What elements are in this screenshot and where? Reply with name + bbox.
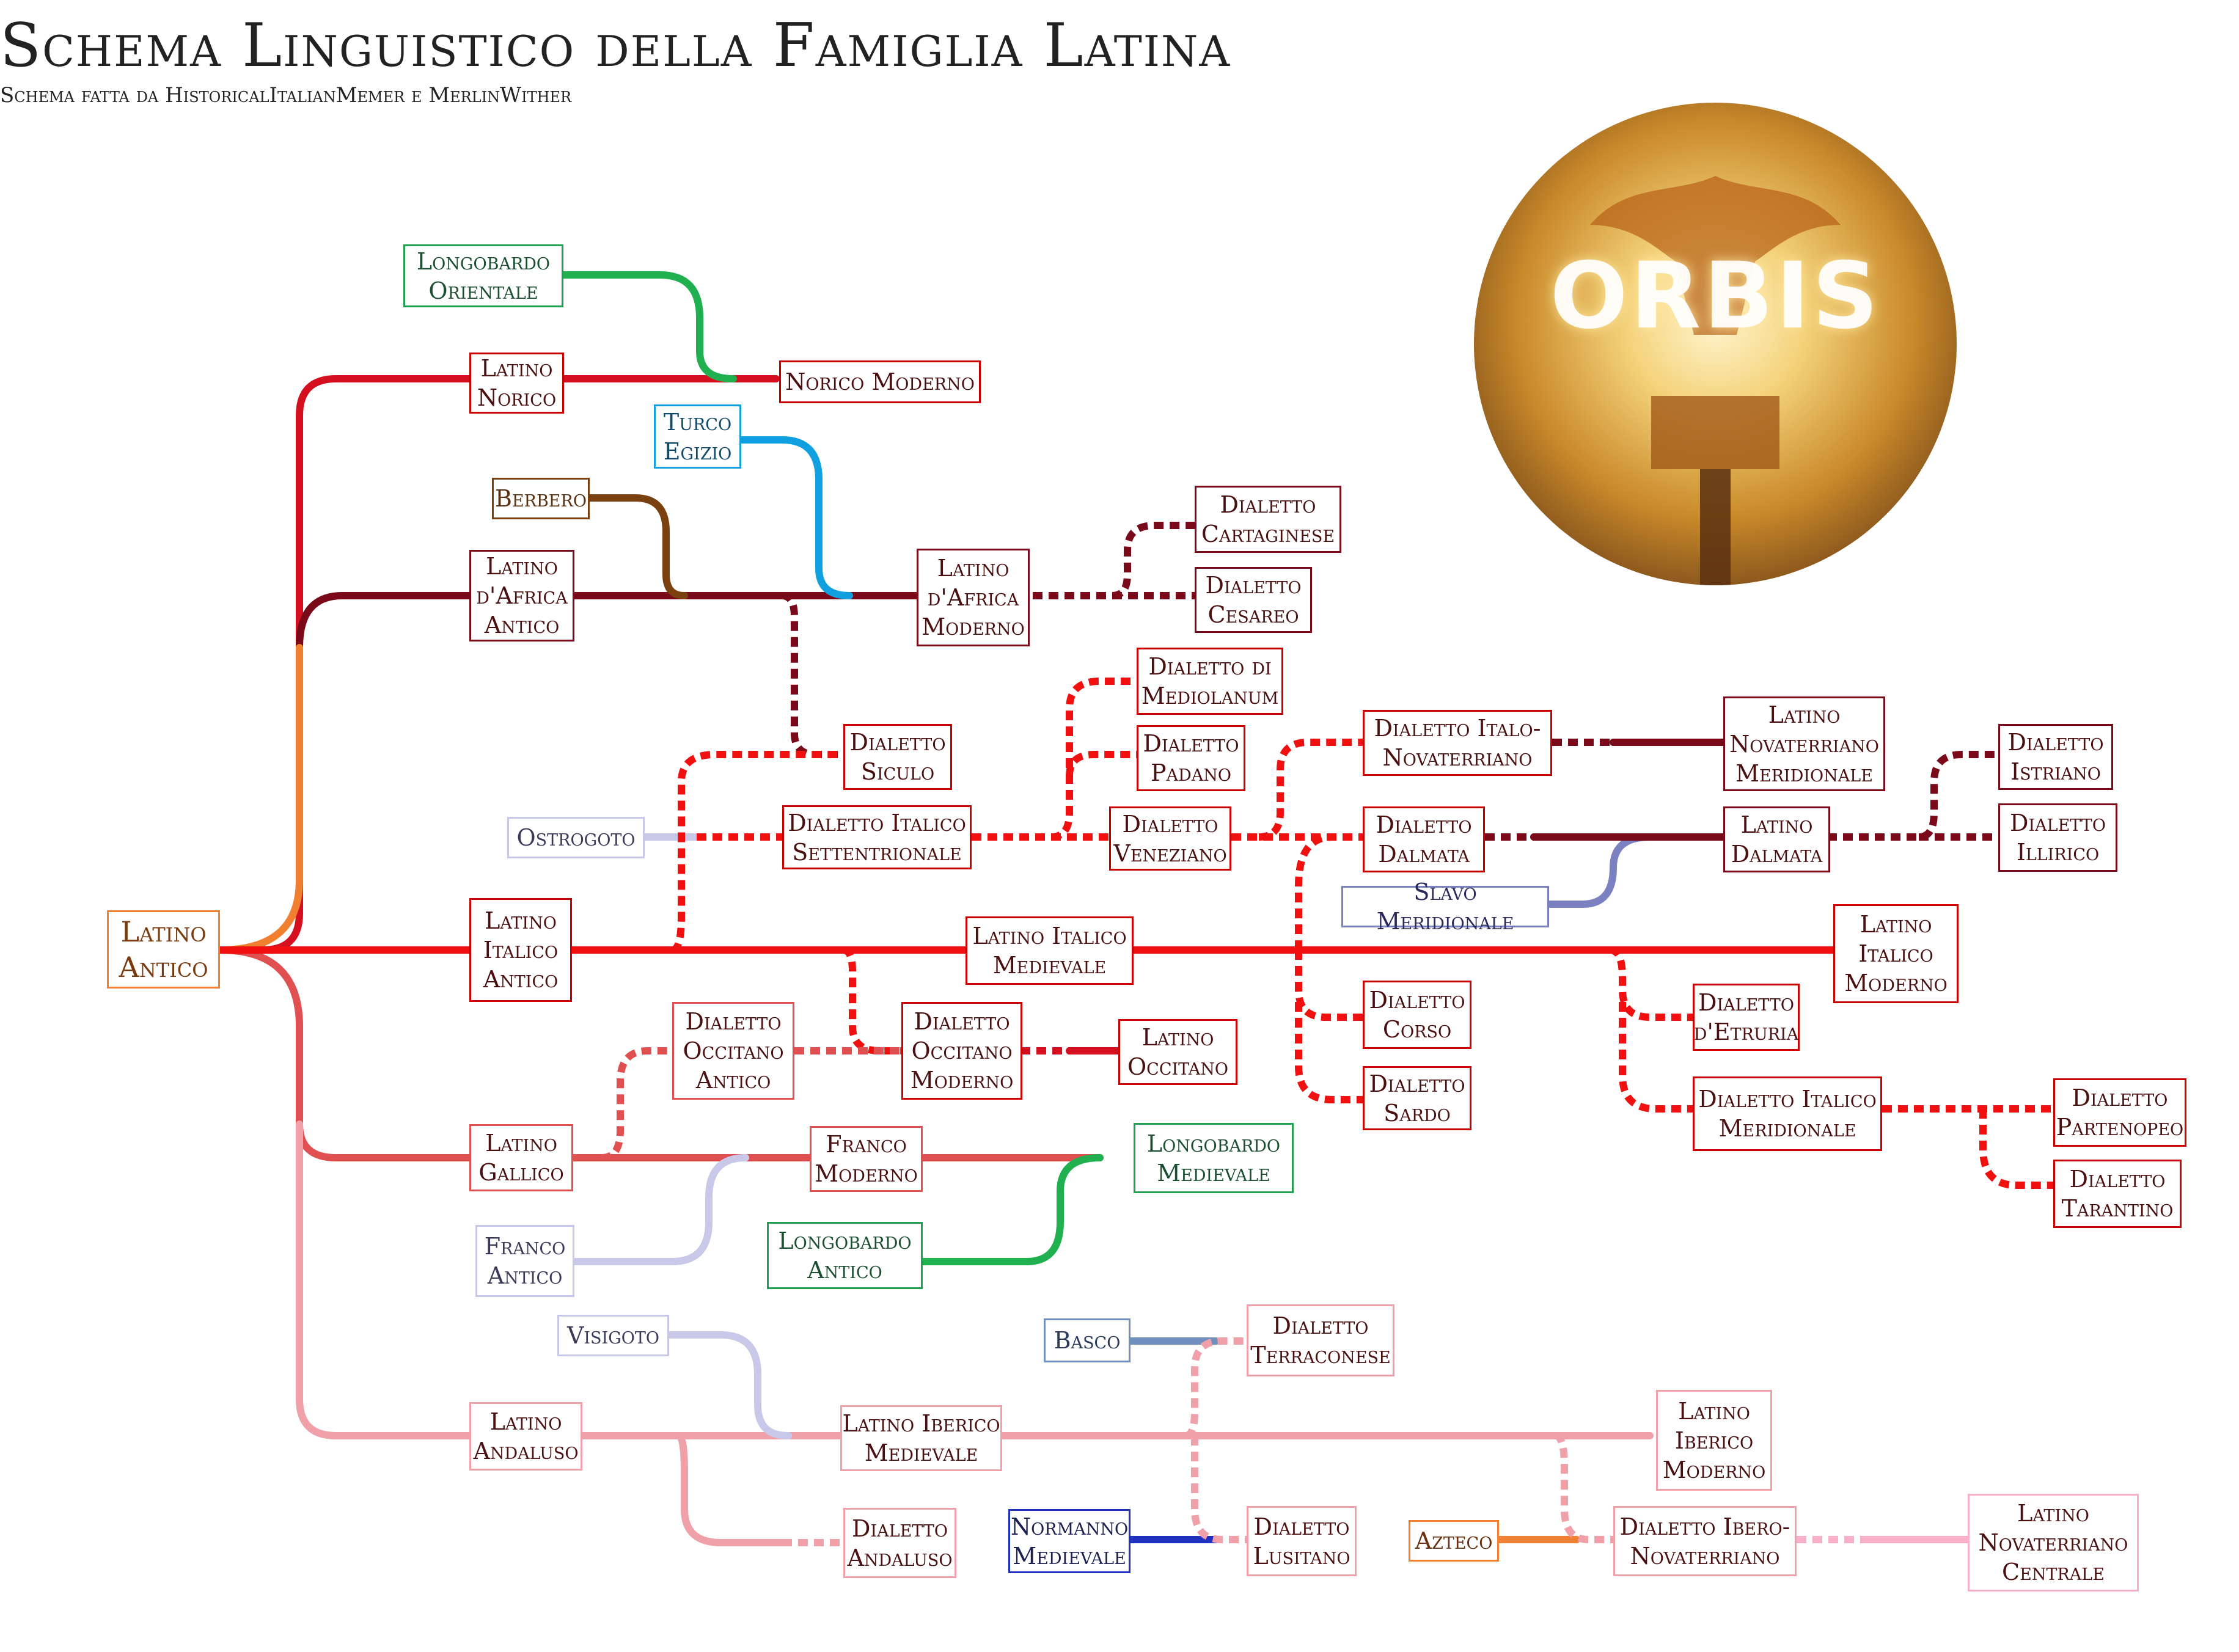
dash-medievale-dalmata [1299,837,1332,950]
dash-meridionale-tarantino [1983,1109,2053,1185]
node-latino-italico-antico[interactable]: Latino Italico Antico [469,898,572,1002]
node-dialetto-padano[interactable]: Dialetto Padano [1137,725,1245,791]
dash-settentrionale-padano [1069,755,1137,776]
node-dialetto-cesareo[interactable]: Dialetto Cesareo [1195,567,1312,633]
node-turco-egizio[interactable]: Turco Egizio [654,404,741,469]
dash-medievale-occitano-moderno [843,950,901,1051]
node-dialetto-cartaginese[interactable]: Dialetto Cartaginese [1195,486,1341,553]
dash-africa-cartaginese [1033,525,1195,596]
connector-dialetto-andaluso [678,1436,782,1543]
connector-franco-antico [574,1158,746,1262]
node-dialetto-veneziano[interactable]: Dialetto Veneziano [1109,806,1231,871]
node-latino-africa-moderno[interactable]: Latino d'Africa Moderno [917,549,1030,646]
connector-slavo [1546,837,1650,904]
node-franco-moderno[interactable]: Franco Moderno [810,1126,923,1192]
node-dialetto-etruria[interactable]: Dialetto d'Etruria [1693,984,1800,1051]
node-dialetto-italo-novaterriano[interactable]: Dialetto Italo- Novaterriano [1363,710,1552,776]
node-dialetto-lusitano[interactable]: Dialetto Lusitano [1247,1506,1357,1576]
node-dialetto-tarantino[interactable]: Dialetto Tarantino [2053,1160,2182,1228]
node-slavo-meridionale[interactable]: Slavo Meridionale [1341,886,1549,927]
node-dialetto-dalmata[interactable]: Dialetto Dalmata [1363,806,1485,872]
node-dialetto-italico-settentrionale[interactable]: Dialetto Italico Settentrionale [782,805,972,869]
node-dialetto-mediolanum[interactable]: Dialetto di Mediolanum [1137,648,1283,715]
node-dialetto-italico-meridionale[interactable]: Dialetto Italico Meridionale [1693,1076,1882,1151]
node-norico-moderno[interactable]: Norico Moderno [779,360,981,403]
dash-iberico-lusitano [1195,1436,1247,1540]
node-normanno-medievale[interactable]: Normanno Medievale [1008,1509,1130,1573]
node-latino-iberico-moderno[interactable]: Latino Iberico Moderno [1656,1390,1772,1491]
node-azteco[interactable]: Azteco [1409,1520,1499,1562]
connector-longobardo-orientale [562,275,733,379]
orbis-logo: ORBIS [1474,103,1957,585]
node-latino-andaluso[interactable]: Latino Andaluso [469,1402,582,1471]
node-latino-italico-moderno[interactable]: Latino Italico Moderno [1833,904,1959,1003]
dash-africa-siculo [782,596,843,755]
node-dialetto-sardo[interactable]: Dialetto Sardo [1363,1066,1471,1130]
logo-text: ORBIS [1474,243,1957,349]
node-longobardo-antico[interactable]: Longobardo Antico [767,1222,923,1289]
node-latino-dalmata[interactable]: Latino Dalmata [1723,806,1830,872]
dash-iberico-ibero-novaterriano [1555,1436,1613,1540]
node-latino-italico-medievale[interactable]: Latino Italico Medievale [966,916,1134,985]
node-longobardo-medievale[interactable]: Longobardo Medievale [1134,1123,1294,1193]
node-dialetto-corso[interactable]: Dialetto Corso [1363,981,1471,1049]
node-latino-occitano[interactable]: Latino Occitano [1118,1019,1237,1085]
connector-visigoto [669,1335,788,1436]
node-longobardo-orientale[interactable]: Longobardo Orientale [403,244,563,307]
node-berbero[interactable]: Berbero [492,478,590,519]
node-visigoto[interactable]: Visigoto [557,1315,669,1356]
node-dialetto-occitano-antico[interactable]: Dialetto Occitano Antico [672,1002,794,1100]
node-latino-antico[interactable]: Latino Antico [107,910,220,989]
node-latino-novaterriano-meridionale[interactable]: Latino Novaterriano Meridionale [1723,696,1885,791]
node-ostrogoto[interactable]: Ostrogoto [507,817,645,858]
node-dialetto-illirico[interactable]: Dialetto Illirico [1998,803,2117,872]
node-latino-norico[interactable]: Latino Norico [469,353,564,414]
connector-longobardo-antico [923,1158,1100,1262]
node-basco[interactable]: Basco [1044,1318,1130,1362]
dash-medievale-corso [1299,950,1363,1017]
node-franco-antico[interactable]: Franco Antico [475,1225,574,1297]
dash-iberico-terraconese [1185,1341,1247,1436]
node-dialetto-ibero-novaterriano[interactable]: Dialetto Ibero- Novaterriano [1613,1506,1797,1576]
connector-berbero [587,498,684,596]
connector-antico-africa [299,596,917,648]
node-latino-iberico-medievale[interactable]: Latino Iberico Medievale [840,1405,1002,1471]
dash-gallico-occitano [602,1051,672,1158]
node-dialetto-partenopeo[interactable]: Dialetto Partenopeo [2053,1078,2186,1147]
node-dialetto-andaluso[interactable]: Dialetto Andaluso [843,1508,956,1578]
node-dialetto-istriano[interactable]: Dialetto Istriano [1998,724,2113,790]
dash-veneziano-italo [1259,742,1363,837]
node-dialetto-siculo[interactable]: Dialetto Siculo [843,724,952,790]
node-latino-gallico[interactable]: Latino Gallico [469,1124,573,1191]
node-latino-africa-antico[interactable]: Latino d'Africa Antico [469,550,574,641]
node-dialetto-terraconese[interactable]: Dialetto Terraconese [1247,1304,1394,1376]
node-dialetto-occitano-moderno[interactable]: Dialetto Occitano Moderno [901,1002,1022,1100]
node-latino-novaterriano-centrale[interactable]: Latino Novaterriano Centrale [1968,1494,2139,1592]
connector-antico-trunk [220,648,299,950]
